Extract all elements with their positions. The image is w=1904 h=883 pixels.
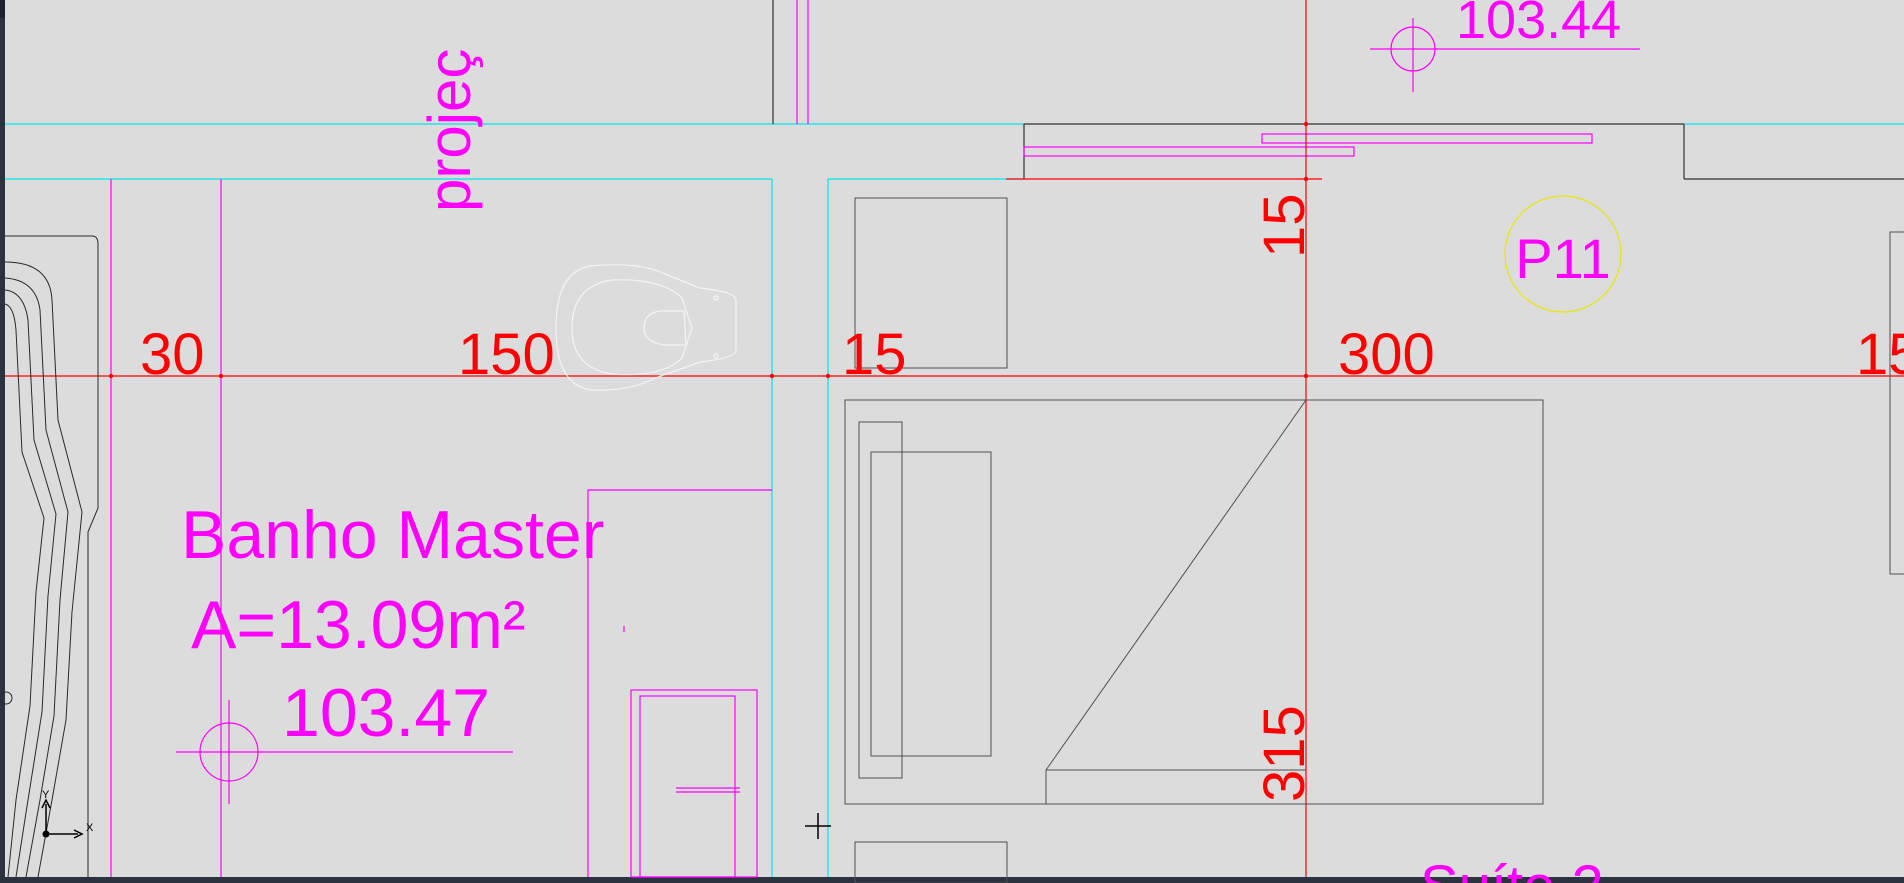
bottom-partial-label: Suíte 2 (1420, 854, 1604, 883)
left-frame-edge (0, 0, 5, 883)
room-level: 103.47 (282, 675, 490, 751)
ucs-origin-dot (42, 830, 50, 838)
dimension-30: 30 (140, 322, 205, 387)
dimension-300: 300 (1338, 322, 1435, 387)
ucs-icon (41, 798, 84, 839)
dimension-15-right: 15 (1856, 322, 1904, 387)
magenta-lines (110, 0, 1593, 878)
dimension-15-vertical: 15 (1252, 193, 1317, 258)
room-name: Banho Master (181, 497, 604, 573)
ucs-axis-x: X (86, 822, 94, 834)
furniture (844, 197, 1904, 883)
tag-circle-icon (1504, 195, 1622, 313)
level-marker-top-icon (1370, 18, 1640, 92)
dimension-15-left: 15 (842, 322, 907, 387)
dark-wall-lines (772, 0, 1904, 180)
dimension-lines (5, 0, 1904, 877)
bathtub (0, 235, 99, 878)
top-level-label: 103.44 (1456, 0, 1621, 50)
top-left-corner-mark (0, 0, 5, 18)
bottom-frame-edge (0, 877, 1904, 883)
level-marker-room-icon (176, 700, 513, 804)
rotated-label: projeç (416, 49, 483, 212)
crosshair-icon (805, 813, 831, 839)
toilet-icon (555, 264, 737, 391)
dimension-315: 315 (1252, 705, 1317, 802)
tag-label: P11 (1515, 227, 1610, 290)
room-area: A=13.09m² (191, 587, 526, 663)
cyan-wall-lines (5, 123, 1904, 877)
dimension-ticks (108, 121, 1309, 379)
ucs-axis-y: Y (42, 789, 50, 801)
dimension-150: 150 (458, 322, 555, 387)
